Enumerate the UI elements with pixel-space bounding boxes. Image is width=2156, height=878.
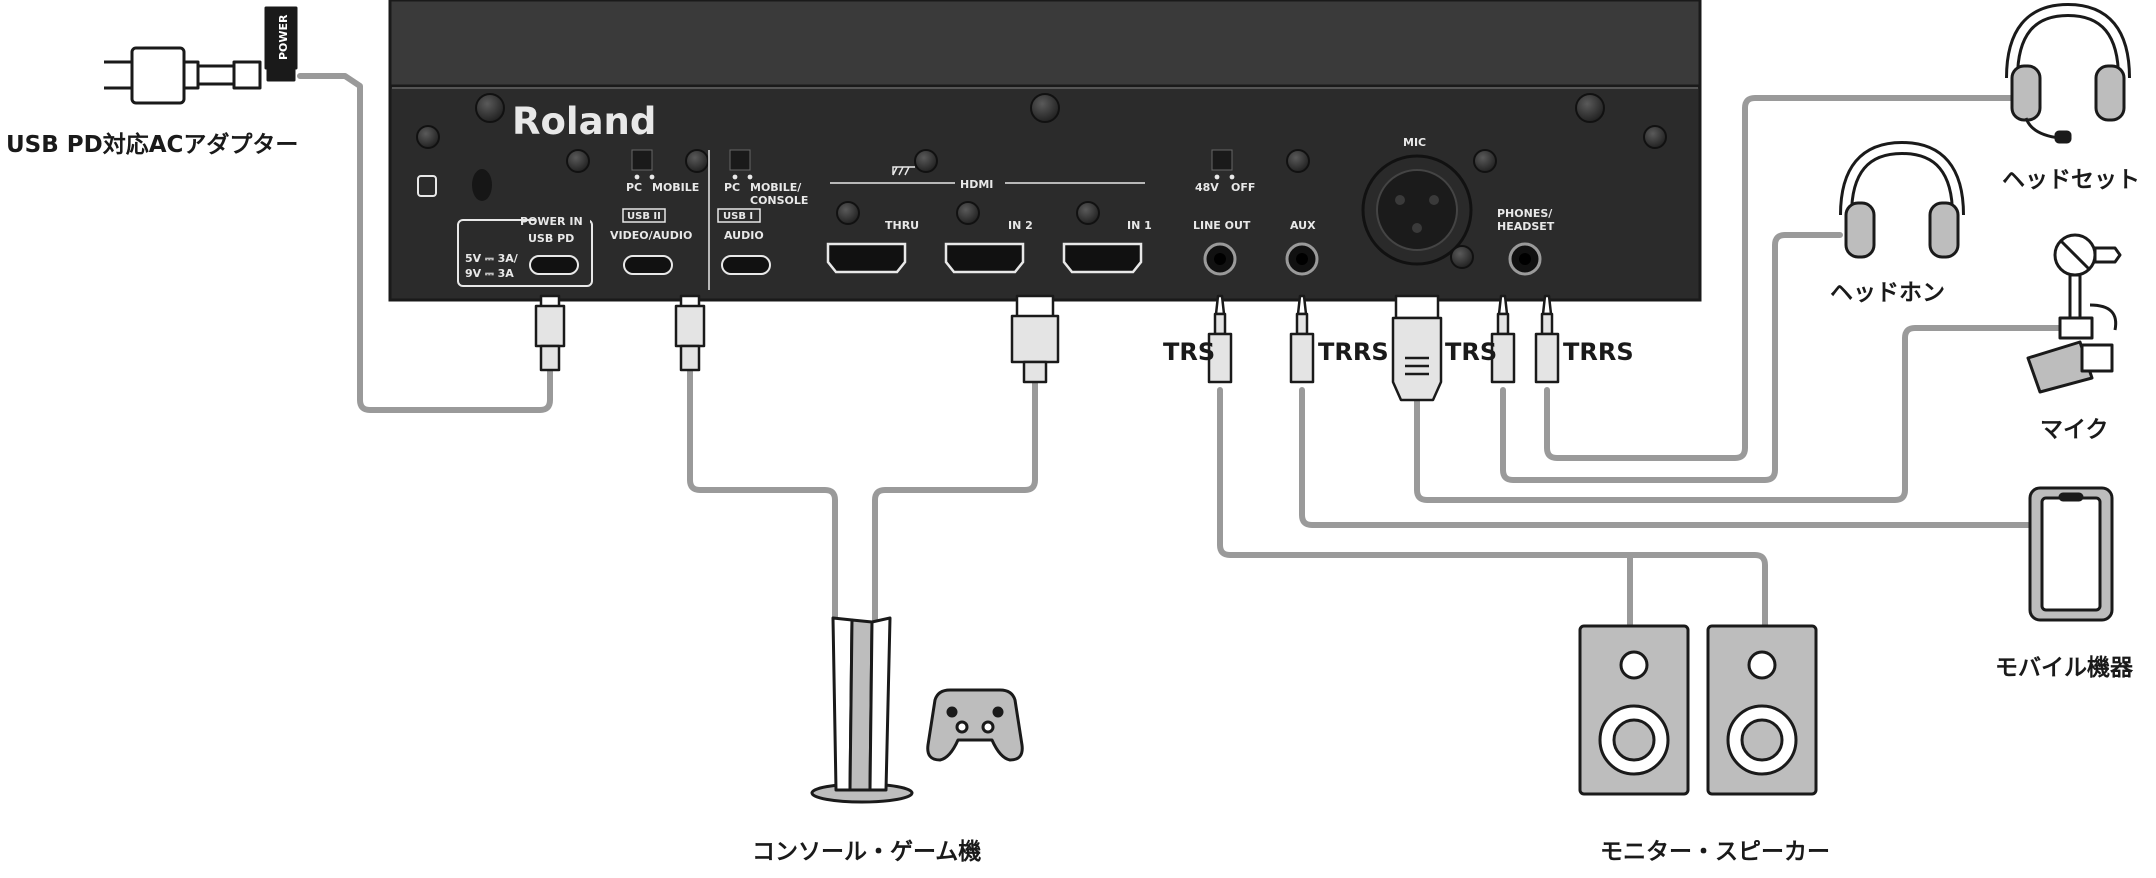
cable-lineout-speakers xyxy=(1217,387,1768,628)
screw xyxy=(416,125,440,149)
speaker-left-icon xyxy=(1578,624,1690,796)
usb1-label: USB I xyxy=(723,211,753,222)
ground-icon xyxy=(892,166,915,176)
trs-label-left: TRS xyxy=(1163,338,1215,366)
hdmi-thru-label: THRU xyxy=(885,219,919,232)
microphone-icon xyxy=(2026,233,2122,394)
line-out-label: LINE OUT xyxy=(1193,219,1251,232)
hdmi-in1-label: IN 1 xyxy=(1127,219,1152,232)
plugs xyxy=(534,294,1560,402)
usb2-label: USB II xyxy=(627,211,661,222)
screw xyxy=(566,149,590,173)
pc-mobile-switch-1 xyxy=(631,149,653,171)
cable-hdmi-console xyxy=(872,377,1038,623)
gamepad-icon xyxy=(926,688,1024,762)
xlr-plug xyxy=(1391,294,1443,402)
ac-adapter: POWER xyxy=(104,6,298,105)
sw2-mobile-label: MOBILE/ xyxy=(750,181,802,194)
screw xyxy=(956,201,980,225)
audio-label: AUDIO xyxy=(724,229,764,242)
screw xyxy=(1473,149,1497,173)
sw1-mobile-label: MOBILE xyxy=(652,181,699,194)
phantom-off-label: OFF xyxy=(1231,181,1255,194)
phones-label-2: HEADSET xyxy=(1497,220,1555,233)
mobile-label: モバイル機器 xyxy=(1995,655,2134,681)
trs-plug-headphones xyxy=(1490,294,1516,384)
sw2-pc-label: PC xyxy=(724,181,740,194)
mobile-device-icon xyxy=(2028,486,2114,622)
cable-power-adapter xyxy=(297,73,553,413)
screw xyxy=(1030,93,1060,123)
power-tag: POWER xyxy=(277,14,290,60)
usb-c-plug-power xyxy=(534,294,566,372)
trs-label-right: TRS xyxy=(1445,338,1497,366)
cables xyxy=(297,73,2078,628)
screw xyxy=(685,149,709,173)
headphones-label: ヘッドホン xyxy=(1830,280,1945,306)
video-audio-label: VIDEO/AUDIO xyxy=(610,229,692,242)
phones-label-1: PHONES/ xyxy=(1497,207,1553,220)
console-label: コンソール・ゲーム機 xyxy=(752,839,981,865)
usb-c-port-2 xyxy=(623,255,673,275)
screw xyxy=(836,201,860,225)
cable-phones-headphones xyxy=(1500,232,1843,483)
hdmi-thru-port xyxy=(826,242,907,274)
power-rating-1: 5V ⎓ 3A/ xyxy=(465,252,519,265)
game-console-icon xyxy=(810,616,914,804)
trrs-label-right: TRRS xyxy=(1563,338,1634,366)
trrs-label-left: TRRS xyxy=(1318,338,1389,366)
hdmi-label: HDMI xyxy=(960,178,993,191)
speakers-label: モニター・スピーカー xyxy=(1600,839,1830,865)
power-in-label: POWER IN xyxy=(520,215,583,228)
headphones-icon xyxy=(1839,141,1965,259)
hdmi-in1-port xyxy=(1062,242,1143,274)
brand-logo: Roland xyxy=(512,100,656,143)
speaker-right-icon xyxy=(1706,624,1818,796)
kensington-lock-icon xyxy=(417,175,437,197)
aux-label: AUX xyxy=(1290,219,1316,232)
mic-label-outside: マイク xyxy=(2040,417,2109,443)
phantom-switch xyxy=(1211,149,1233,171)
cable-usb2-console xyxy=(687,367,838,623)
usb-pd-label: USB PD xyxy=(528,232,574,245)
hdmi-in2-label: IN 2 xyxy=(1008,219,1033,232)
cable-headset xyxy=(1544,95,2023,461)
security-slot xyxy=(472,169,492,201)
mic-label: MIC xyxy=(1403,136,1426,149)
trrs-plug-aux xyxy=(1289,294,1315,384)
screw xyxy=(1575,93,1605,123)
cable-aux-mobile xyxy=(1299,387,2033,528)
hdmi-in2-port xyxy=(944,242,1025,274)
screw xyxy=(1643,125,1667,149)
cable-mic-xlr xyxy=(1414,325,2078,503)
usb-c-power-port xyxy=(529,255,579,275)
pc-mobile-switch-2 xyxy=(729,149,751,171)
usb-c-plug-console xyxy=(674,294,706,372)
adapter-label: USB PD対応ACアダプター xyxy=(6,131,298,158)
screw xyxy=(1286,149,1310,173)
screw xyxy=(1076,201,1100,225)
hdmi-plug xyxy=(1010,294,1060,384)
sw1-pc-label: PC xyxy=(626,181,642,194)
power-rating-2: 9V ⎓ 3A xyxy=(465,267,514,280)
screw xyxy=(914,149,938,173)
sw2-console-label: CONSOLE xyxy=(750,194,808,207)
trs-plug-lineout xyxy=(1207,294,1233,384)
headset-icon xyxy=(2005,3,2131,144)
trrs-plug-headset xyxy=(1534,294,1560,384)
device-rear-panel: Roland POWER IN USB PD 5V ⎓ 3A/ 9V ⎓ 3A … xyxy=(388,0,1702,302)
power-in-frame xyxy=(457,219,593,287)
headset-label: ヘッドセット xyxy=(2002,167,2140,193)
screw xyxy=(475,93,505,123)
usb-c-port-1 xyxy=(721,255,771,275)
phantom-48v-label: 48V xyxy=(1195,181,1219,194)
